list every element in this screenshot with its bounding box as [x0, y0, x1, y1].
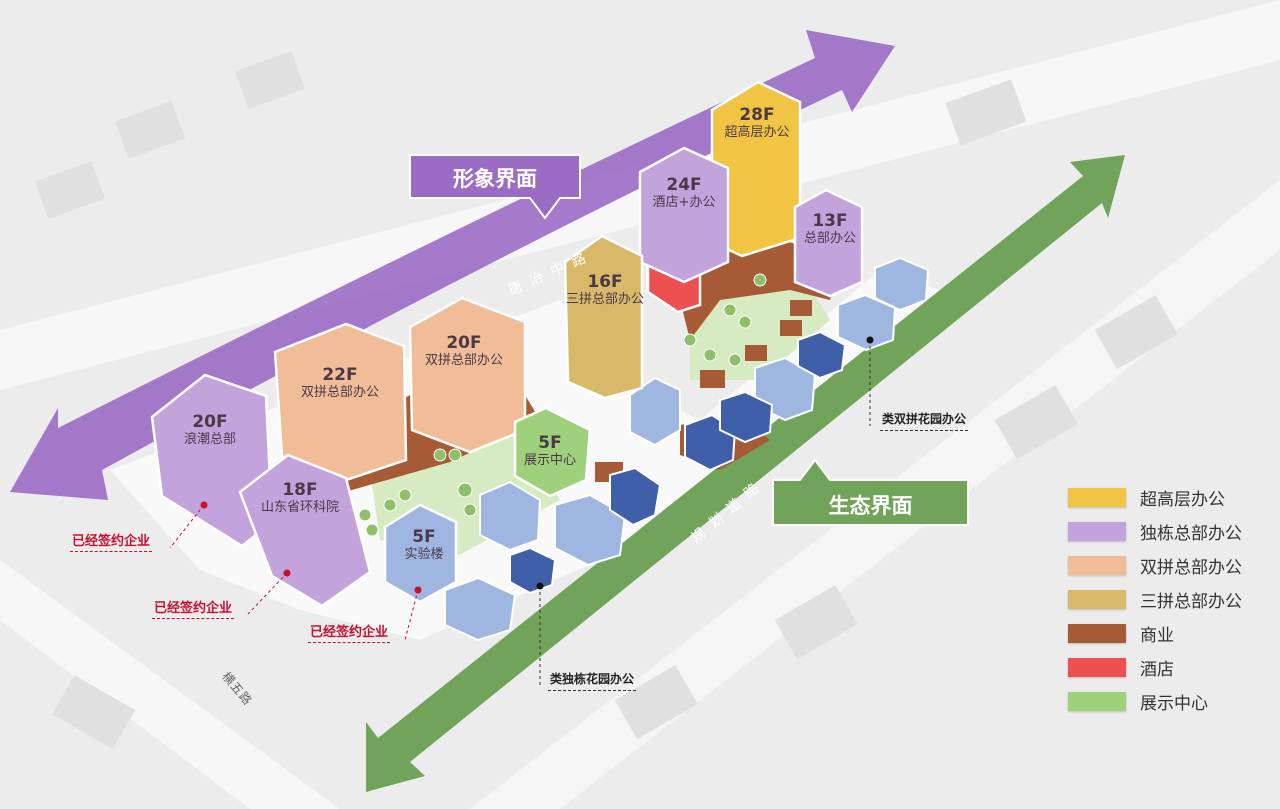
legend-item: 独栋总部办公 — [1068, 514, 1242, 548]
tower-18f — [238, 453, 372, 608]
ecology-interface-box — [772, 458, 969, 526]
tower-24f — [638, 146, 730, 284]
towers — [150, 80, 864, 608]
legend-swatch — [1068, 657, 1126, 677]
legend-item: 商业 — [1068, 616, 1242, 650]
legend-item: 超高层办公 — [1068, 480, 1242, 514]
legend-item: 双拼总部办公 — [1068, 548, 1242, 582]
garden-office-buildings — [444, 256, 930, 642]
legend-swatch — [1068, 521, 1126, 541]
legend-swatch — [1068, 589, 1126, 609]
legend: 超高层办公 独栋总部办公 双拼总部办公 三拼总部办公 商业 酒店 展示中心 — [1068, 480, 1242, 718]
single-garden-office-callout: 类独栋花园办公 — [548, 670, 637, 691]
double-garden-office-callout: 类双拼花园办公 — [880, 410, 969, 431]
legend-swatch — [1068, 691, 1126, 711]
signed-enterprise-callout: 已经签约企业 — [70, 530, 153, 552]
tower-22f — [273, 322, 408, 482]
callout-lines — [169, 340, 871, 686]
image-interface-box — [409, 154, 581, 220]
image-interface-arrow — [10, 30, 895, 500]
background-road — [0, 560, 340, 809]
tower-20f-double — [408, 296, 527, 454]
legend-swatch — [1068, 487, 1126, 507]
exhibition-center — [513, 406, 592, 498]
legend-item: 酒店 — [1068, 650, 1242, 684]
callout-dots — [200, 336, 874, 594]
signed-enterprise-callout: 已经签约企业 — [308, 621, 391, 643]
trees — [358, 273, 767, 537]
tower-16f — [563, 234, 644, 400]
legend-item: 展示中心 — [1068, 684, 1242, 718]
image-interface-label: 形象界面 — [453, 167, 537, 191]
background-buildings — [34, 50, 1178, 750]
legend-swatch — [1068, 555, 1126, 575]
lab-building — [383, 503, 458, 604]
ecology-interface-label: 生态界面 — [828, 494, 913, 518]
signed-enterprise-callout: 已经签约企业 — [152, 597, 235, 619]
tower-13f — [793, 188, 864, 298]
legend-item: 三拼总部办公 — [1068, 582, 1242, 616]
ecology-interface-arrow — [366, 155, 1125, 792]
legend-swatch — [1068, 623, 1126, 643]
